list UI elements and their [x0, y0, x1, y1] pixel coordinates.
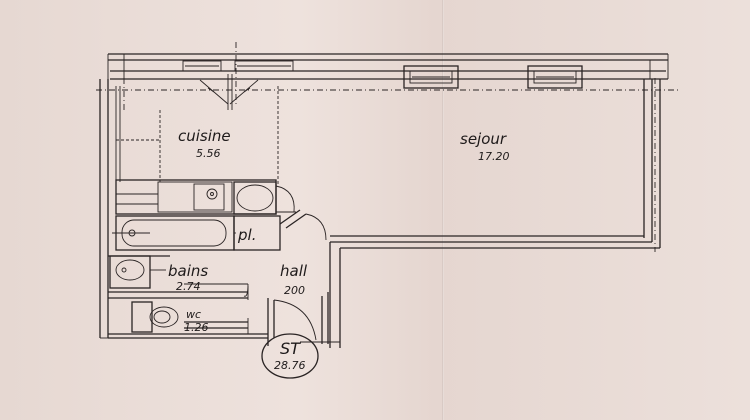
room-area-cuisine: 5.56 [196, 147, 221, 160]
room-label-hall: hall [280, 262, 308, 280]
bathtub [112, 215, 235, 251]
room-label-wc: wc [186, 308, 201, 321]
kitchen-partition [115, 86, 279, 184]
wc-room [108, 301, 268, 335]
hall-walls [108, 242, 341, 348]
total-surface-label: ST [280, 339, 301, 358]
total-surface-badge: ST 28.76 [261, 333, 319, 379]
left-wall [99, 79, 109, 339]
kitchen-hall-door [275, 185, 296, 213]
room-area-sejour: 17.20 [478, 150, 510, 163]
room-label-bains: bains [168, 262, 208, 280]
kitchen-door-swing [199, 74, 259, 110]
window-kitchen [182, 60, 294, 72]
room-area-bains: 2.74 [176, 280, 201, 293]
window-living-right [527, 65, 583, 89]
right-wall [643, 79, 661, 248]
axis-lines [96, 42, 678, 252]
room-label-cuisine: cuisine [178, 127, 231, 145]
living-bottom-wall [330, 235, 660, 249]
room-label-sejour: sejour [460, 130, 507, 148]
placard [233, 209, 327, 251]
kitchen-appliance [233, 181, 277, 215]
room-area-wc: 1.26 [184, 321, 209, 334]
washbasin [109, 255, 166, 289]
total-surface-area: 28.76 [274, 359, 306, 372]
room-label-placard: pl. [237, 226, 256, 244]
room-area-hall: 200 [284, 284, 305, 297]
bathroom-door [184, 283, 249, 297]
entrance-door [267, 292, 329, 344]
top-wall [107, 53, 669, 80]
window-living-left [403, 65, 459, 89]
paper-fold [442, 0, 444, 420]
